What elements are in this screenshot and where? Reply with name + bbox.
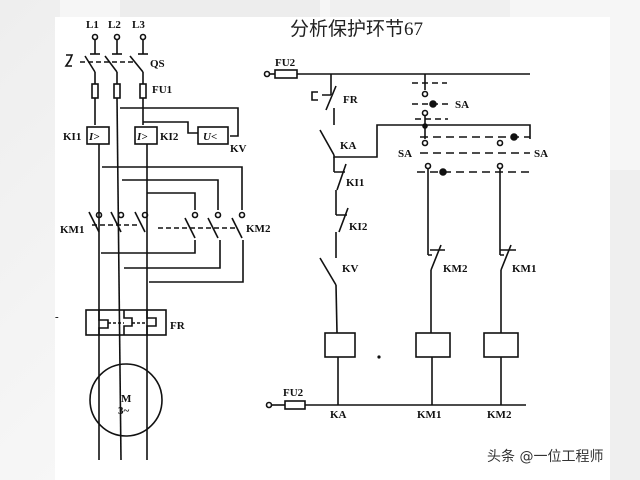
fr-contact-label: FR [343,94,359,106]
ki2-label: KI2 [160,131,179,143]
ka-coil [324,332,356,358]
kv-label: KV [230,143,247,155]
km2-label: KM2 [246,223,271,235]
fu2-bottom-label: FU2 [283,387,304,399]
kv-relay-box [197,126,229,145]
ki1-contact-label: KI1 [346,177,364,189]
km2-reverse-wiring [101,166,244,283]
km1-contacts [88,211,149,233]
kv-contact-label: KV [342,263,359,275]
ki2-relay-box [134,126,158,145]
motor-symbol [89,363,163,437]
fu2-bottom-fuse [284,400,306,410]
watermark-text: 头条 @一位工程师 [487,449,604,465]
background-shape [0,0,60,480]
phase-label-l1: L1 [86,19,99,31]
km1-nc-interlock-contact [500,244,516,271]
background-shape [330,0,510,17]
motor-sub-label: 3~ [118,405,130,417]
qs-label: QS [150,58,165,70]
phase-label-l3: L3 [132,19,145,31]
ki2-nc-contact [336,207,349,233]
fr-thermal-box [85,309,167,336]
fr-nc-contact [322,85,337,111]
qs-switch-symbol [64,54,144,84]
fu2-top-label: FU2 [275,57,296,69]
kv-symbol: U< [203,131,217,143]
sa-label-3: SA [534,148,548,160]
phase-label-l2: L2 [108,19,121,31]
km1-coil-label: KM1 [417,409,441,421]
ki2-symbol: I> [136,131,148,143]
ka-coil-label: KA [330,409,347,421]
control-terminal-bottom [265,401,273,409]
control-terminal-top [263,70,271,78]
ki1-label: KI1 [63,131,81,143]
fr-heating-elements [98,310,157,335]
phase-terminals [90,33,148,55]
background-shape [120,0,320,17]
ka-contact-label: KA [340,140,357,152]
sa-label-2: SA [398,148,412,160]
km1-interlock-label: KM1 [512,263,536,275]
ki2-contact-label: KI2 [349,221,368,233]
fu1-label: FU1 [152,84,172,96]
km1-label: KM1 [60,224,84,236]
kv-no-contact [319,257,337,286]
km2-coil-label: KM2 [487,409,512,421]
fu1-fuses [91,83,147,461]
sa-label-1: SA [455,99,469,111]
km2-contacts [158,211,246,239]
kv-link-wire [143,121,198,134]
ki1-nc-contact [334,163,347,191]
fr-dash: - [55,311,59,323]
ki1-relay-box [86,126,110,145]
km2-coil [483,332,519,358]
diagram-title: 分析保护环节67 [290,19,424,40]
ki1-symbol: I> [88,131,100,143]
fr-label: FR [170,320,186,332]
km2-nc-interlock-contact [428,244,445,271]
fu2-top-fuse [274,69,298,79]
ka-no-contact [319,129,335,156]
motor-label: M [121,393,132,405]
km1-coil [415,332,451,358]
km2-interlock-label: KM2 [443,263,468,275]
sa-selector-switch [412,74,530,176]
kv-supply-wire [120,107,239,137]
